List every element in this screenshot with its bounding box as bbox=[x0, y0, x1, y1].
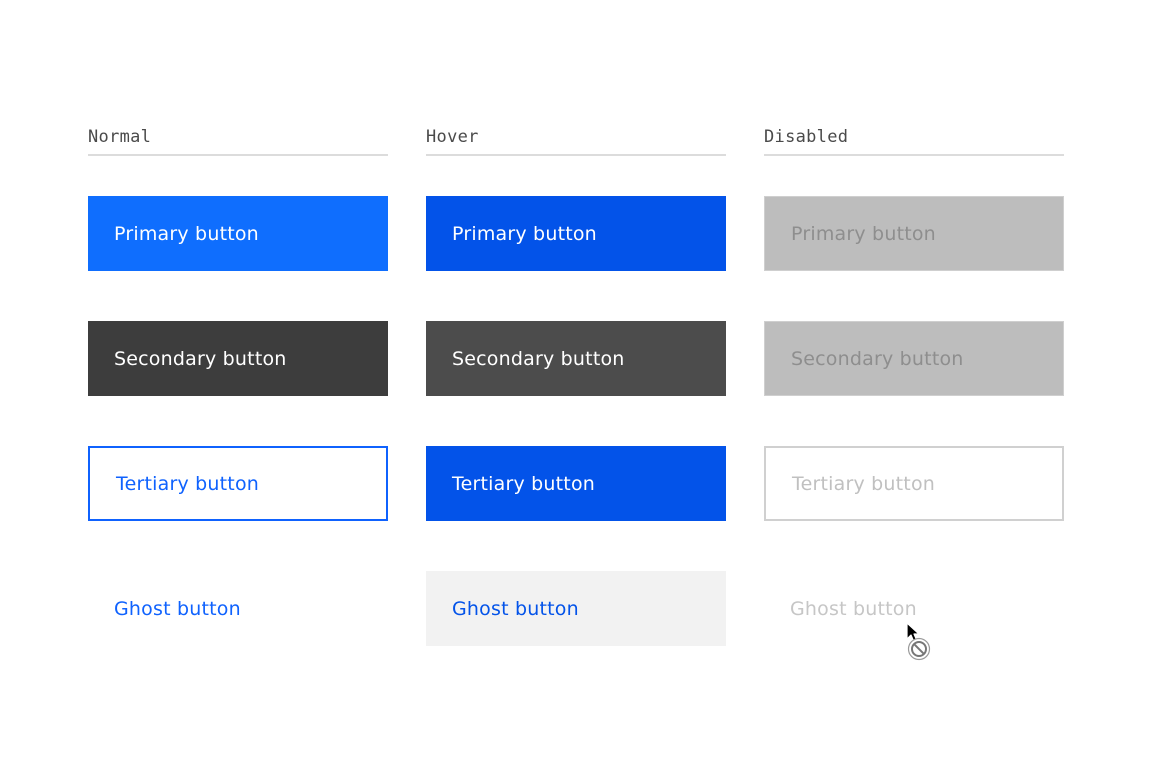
button-label: Secondary button bbox=[791, 347, 964, 370]
ghost-button-hover[interactable]: Ghost button bbox=[426, 571, 726, 646]
primary-button-normal[interactable]: Primary button bbox=[88, 196, 388, 271]
tertiary-button-disabled: Tertiary button bbox=[764, 446, 1064, 521]
column-disabled: Disabled Primary button Secondary button… bbox=[764, 126, 1064, 646]
button-label: Ghost button bbox=[452, 597, 579, 620]
column-header-hover: Hover bbox=[426, 126, 726, 156]
primary-button-hover[interactable]: Primary button bbox=[426, 196, 726, 271]
tertiary-button-hover[interactable]: Tertiary button bbox=[426, 446, 726, 521]
column-normal: Normal Primary button Secondary button T… bbox=[88, 126, 388, 646]
column-hover: Hover Primary button Secondary button Te… bbox=[426, 126, 726, 646]
button-label: Ghost button bbox=[114, 597, 241, 620]
button-label: Primary button bbox=[452, 222, 597, 245]
not-allowed-cursor-icon bbox=[904, 622, 934, 662]
column-header-label: Hover bbox=[426, 127, 479, 147]
button-label: Ghost button bbox=[790, 597, 917, 620]
primary-button-disabled: Primary button bbox=[764, 196, 1064, 271]
secondary-button-normal[interactable]: Secondary button bbox=[88, 321, 388, 396]
column-header-label: Normal bbox=[88, 127, 152, 147]
button-label: Secondary button bbox=[114, 347, 287, 370]
button-label: Primary button bbox=[114, 222, 259, 245]
secondary-button-disabled: Secondary button bbox=[764, 321, 1064, 396]
button-label: Primary button bbox=[791, 222, 936, 245]
ghost-button-normal[interactable]: Ghost button bbox=[88, 571, 388, 646]
button-label: Tertiary button bbox=[452, 472, 596, 495]
column-header-normal: Normal bbox=[88, 126, 388, 156]
secondary-button-hover[interactable]: Secondary button bbox=[426, 321, 726, 396]
column-header-label: Disabled bbox=[764, 127, 849, 147]
button-label: Secondary button bbox=[452, 347, 625, 370]
button-label: Tertiary button bbox=[116, 472, 260, 495]
tertiary-button-normal[interactable]: Tertiary button bbox=[88, 446, 388, 521]
column-header-disabled: Disabled bbox=[764, 126, 1064, 156]
button-label: Tertiary button bbox=[792, 472, 936, 495]
